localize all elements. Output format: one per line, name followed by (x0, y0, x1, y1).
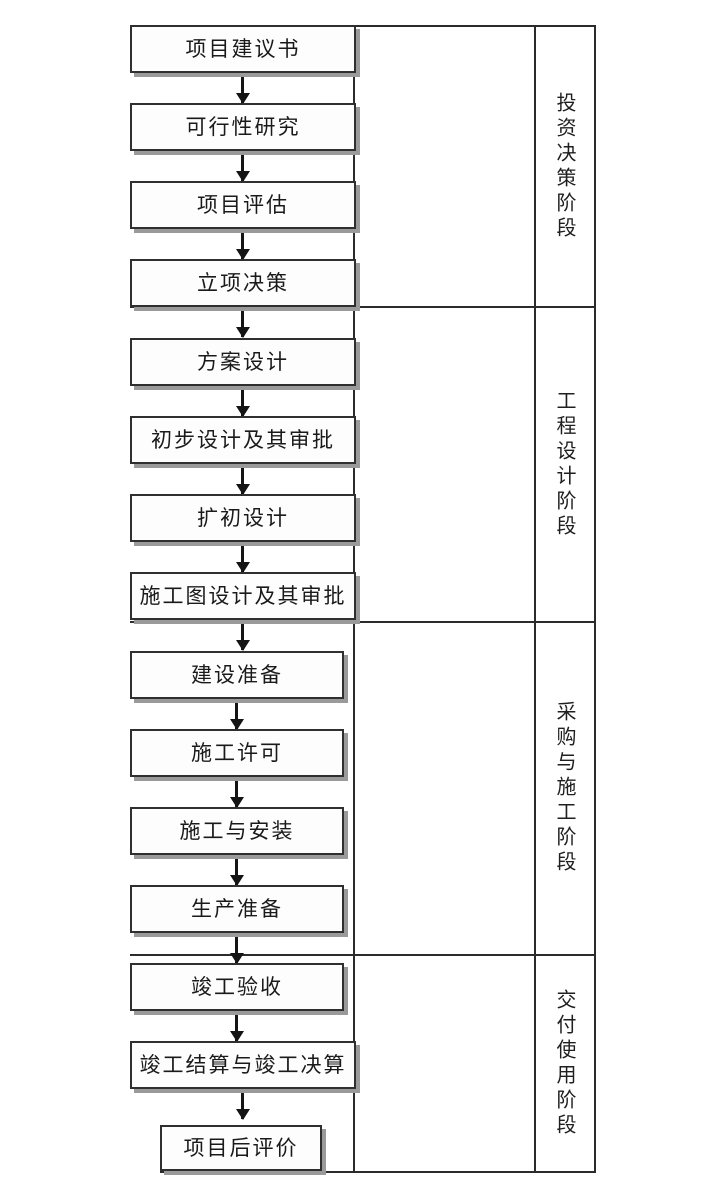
frame-divider-line-1 (130, 306, 596, 308)
phase-label-cell-4: 交付使用阶段 (536, 956, 594, 1171)
flow-node-12[interactable]: 生产准备 (130, 885, 344, 933)
connector-arrow-3 (241, 233, 244, 259)
connector-arrow-14 (241, 1093, 244, 1119)
connector-arrow-10 (235, 781, 238, 807)
flow-node-label: 项目评估 (197, 192, 289, 217)
flow-node-14[interactable]: 竣工结算与竣工决算 (130, 1041, 356, 1089)
connector-arrow-2 (241, 155, 244, 181)
flow-node-label: 生产准备 (191, 896, 283, 921)
frame-bottom-line (160, 1171, 596, 1173)
flow-node-label: 可行性研究 (185, 114, 301, 139)
phase-label-cell-2: 工程设计阶段 (536, 308, 594, 621)
flow-node-label: 建设准备 (191, 662, 283, 687)
phase-label-text: 工程设计阶段 (553, 389, 577, 540)
flow-node-label: 初步设计及其审批 (151, 427, 335, 452)
phase-label-text: 投资决策阶段 (553, 91, 577, 242)
connector-arrow-8 (241, 624, 244, 650)
phase-label-cell-1: 投资决策阶段 (536, 27, 594, 306)
phase-label-cell-3: 采购与施工阶段 (536, 623, 594, 954)
flow-node-13[interactable]: 竣工验收 (130, 963, 344, 1011)
flow-node-label: 竣工验收 (191, 974, 283, 999)
frame-divider-line-3 (130, 954, 596, 956)
flow-node-label: 项目建议书 (185, 36, 301, 61)
flow-node-15[interactable]: 项目后评价 (160, 1125, 322, 1171)
flow-node-label: 立项决策 (197, 270, 289, 295)
connector-arrow-7 (241, 546, 244, 572)
flow-node-4[interactable]: 立项决策 (130, 259, 356, 307)
flow-node-label: 扩初设计 (197, 505, 289, 530)
flow-node-11[interactable]: 施工与安装 (130, 807, 344, 855)
connector-arrow-1 (241, 77, 244, 103)
flow-node-label: 施工图设计及其审批 (139, 583, 347, 608)
connector-arrow-4 (241, 311, 244, 337)
flow-node-label: 施工与安装 (179, 818, 295, 843)
connector-arrow-9 (235, 703, 238, 729)
connector-arrow-13 (235, 1015, 238, 1041)
frame-top-line (353, 25, 596, 27)
flow-node-3[interactable]: 项目评估 (130, 181, 356, 229)
connector-arrow-6 (241, 468, 244, 494)
frame-phase-column-line (534, 25, 536, 1173)
flow-node-7[interactable]: 扩初设计 (130, 494, 356, 542)
flow-node-2[interactable]: 可行性研究 (130, 103, 356, 151)
flow-node-8[interactable]: 施工图设计及其审批 (130, 572, 356, 620)
phase-label-text: 采购与施工阶段 (553, 701, 577, 876)
phase-label-text: 交付使用阶段 (553, 988, 577, 1139)
flow-node-5[interactable]: 方案设计 (130, 338, 356, 386)
flow-node-9[interactable]: 建设准备 (130, 651, 344, 699)
flow-node-label: 施工许可 (191, 740, 283, 765)
flow-node-label: 项目后评价 (183, 1135, 299, 1160)
frame-right-line (594, 25, 596, 1173)
connector-arrow-11 (235, 859, 238, 885)
flow-node-1[interactable]: 项目建议书 (130, 25, 356, 73)
flow-node-6[interactable]: 初步设计及其审批 (130, 416, 356, 464)
connector-arrow-5 (241, 390, 244, 416)
flow-node-label: 竣工结算与竣工决算 (139, 1052, 347, 1077)
flow-node-10[interactable]: 施工许可 (130, 729, 344, 777)
connector-arrow-12 (235, 937, 238, 963)
frame-divider-line-2 (130, 621, 596, 623)
flow-node-label: 方案设计 (197, 349, 289, 374)
